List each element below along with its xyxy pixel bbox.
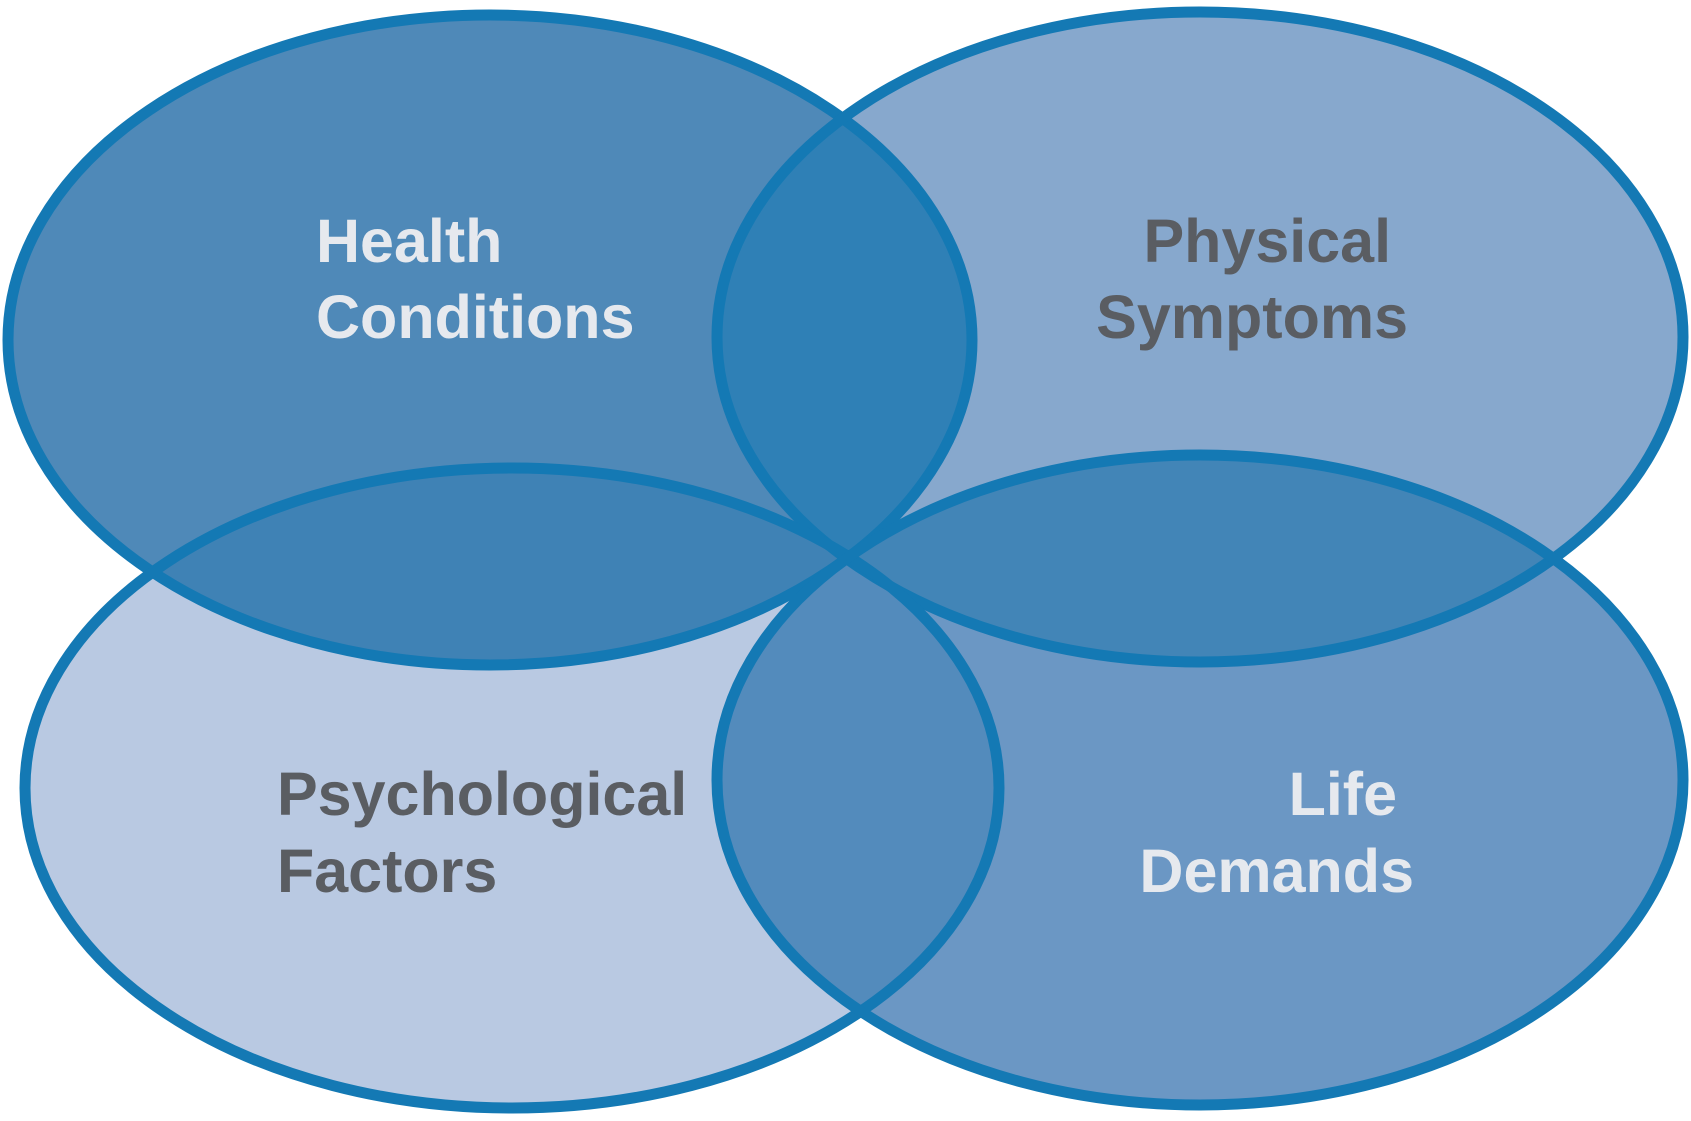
label-health-conditions: Health Conditions <box>316 207 635 351</box>
label-physical-symptoms: Physical Symptoms <box>1096 207 1408 351</box>
label-life-demands: Life Demands <box>1139 760 1414 905</box>
outline-physical-symptoms <box>711 6 1689 668</box>
outline-health-conditions <box>2 9 978 671</box>
outline-life-demands <box>711 449 1689 1111</box>
label-psychological-factors: Psychological Factors <box>277 760 704 905</box>
outline-psychological-factors <box>19 462 1005 1114</box>
